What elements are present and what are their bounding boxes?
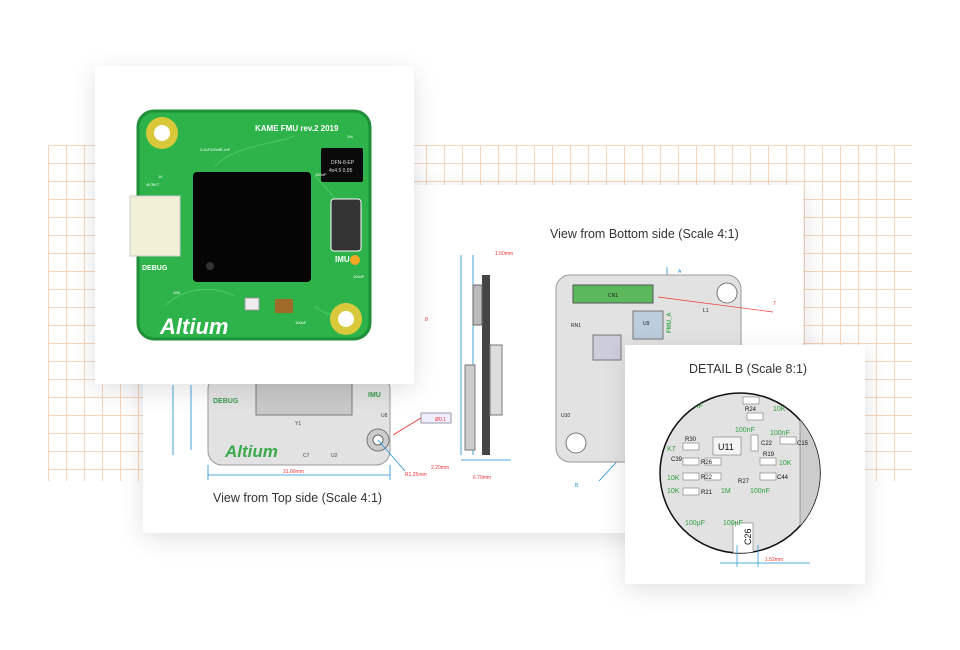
- debug-label: DEBUG: [142, 265, 168, 272]
- cap-label: 100nF: [295, 320, 307, 325]
- res-label: 1K: [158, 174, 163, 179]
- fmu-label: FMU_A: [667, 312, 673, 333]
- imu-label: IMU: [335, 255, 350, 264]
- thickness-dim: 1.60mm: [495, 251, 513, 257]
- side-view-board: [482, 275, 490, 455]
- imu-led: [350, 255, 360, 265]
- value-label: 10K: [667, 488, 680, 495]
- value-label: 100nF: [735, 427, 755, 434]
- connector-cn1: [572, 284, 654, 304]
- imu-connector: [330, 198, 362, 252]
- ref-r22: R22: [701, 475, 713, 481]
- detail-title: DETAIL B (Scale 8:1): [689, 362, 808, 376]
- value-label: 100µF: [685, 520, 705, 527]
- detail-svg: 100nF 10K 100nF 100nF K7 10K 10K 10K 1M …: [659, 392, 821, 567]
- ref-u11: U11: [718, 442, 734, 452]
- depth-dim: 6.70mm: [473, 475, 491, 481]
- cn1-label: CN1: [608, 293, 618, 299]
- cap-label: 100nF: [210, 147, 222, 152]
- ref-c44: C44: [777, 475, 789, 481]
- top-altium-logo: Altium: [224, 442, 278, 461]
- altium-logo: Altium: [159, 314, 228, 339]
- l1-label: L1: [703, 308, 709, 314]
- pcb-photo-card: DFN-8-EP 4x4.5 0.95 KAME FMU rev.2 2019 …: [95, 66, 414, 384]
- value-label: 10K: [779, 460, 792, 467]
- u8-label: U8: [381, 413, 388, 419]
- cap-label: 2.2uF: [200, 147, 211, 152]
- ref-r21: R21: [701, 490, 713, 496]
- pcb-render: DFN-8-EP 4x4.5 0.95 KAME FMU rev.2 2019 …: [129, 109, 372, 341]
- value-label: 100µF: [723, 520, 743, 527]
- radius-dim: R1.25mm: [405, 472, 427, 478]
- detail-marker-b: B: [575, 483, 579, 489]
- value-label: K7: [667, 446, 676, 453]
- ref-c39: C39: [671, 457, 683, 463]
- board-title: KAME FMU rev.2 2019: [255, 124, 339, 133]
- ref-r19: R19: [763, 452, 775, 458]
- res-label: 4K7: [152, 182, 160, 187]
- res-label: 1M: [347, 134, 353, 139]
- callout-7: 7: [773, 301, 776, 307]
- value-label: 1M: [721, 488, 731, 495]
- rn1-label: RN1: [571, 323, 581, 329]
- ref-c26: C26: [743, 528, 753, 545]
- value-label: 100nF: [770, 430, 790, 437]
- bottom-view-title: View from Bottom side (Scale 4:1): [550, 227, 739, 241]
- top-imu-label: IMU: [368, 392, 381, 399]
- value-label: 10K: [773, 406, 786, 413]
- u10-label: U10: [561, 413, 570, 419]
- dfn-label: DFN-8-EP: [331, 160, 355, 166]
- ref-r27: R27: [738, 479, 750, 485]
- value-label: 100nF: [750, 488, 770, 495]
- value-label: 100nF: [683, 403, 703, 410]
- u2-label: U2: [331, 453, 338, 459]
- ref-c15: C15: [797, 441, 809, 447]
- u9-label: U9: [643, 321, 650, 327]
- callout-8: 8: [425, 317, 428, 323]
- ref-r24: R24: [745, 407, 757, 413]
- top-view-title: View from Top side (Scale 4:1): [213, 491, 383, 505]
- top-debug-label: DEBUG: [213, 398, 239, 405]
- cap-label: 100nF: [315, 172, 327, 177]
- width-dim: 31.00mm: [283, 469, 304, 475]
- section-marker-a: A: [678, 269, 682, 275]
- c7-label: C7: [303, 453, 310, 459]
- offset-dim: 2.20mm: [431, 465, 449, 471]
- y1-label: Y1: [295, 421, 301, 427]
- crystal: [244, 297, 260, 311]
- res-label: 10K: [173, 290, 180, 295]
- capacitor: [275, 299, 293, 313]
- ref-r26: R26: [701, 460, 713, 466]
- ref-c22: C22: [761, 441, 773, 447]
- res-label: 4K7: [146, 182, 154, 187]
- cap-label: 100nF: [353, 274, 365, 279]
- value-label: 10K: [667, 475, 680, 482]
- mcu-chip: [193, 172, 311, 282]
- tolerance-frame: Ø0.1: [435, 417, 446, 423]
- dfn-size-label: 4x4.5 0.95: [329, 168, 353, 174]
- debug-connector: [129, 195, 181, 257]
- cap-label: 2.2uF: [220, 147, 231, 152]
- detail-dim: 1.52mm: [765, 557, 783, 563]
- ref-r30: R30: [685, 437, 697, 443]
- dfn-chip: [321, 148, 363, 182]
- detail-b-card: DETAIL B (Scale 8:1) 100nF 10K 100nF 100…: [625, 345, 865, 584]
